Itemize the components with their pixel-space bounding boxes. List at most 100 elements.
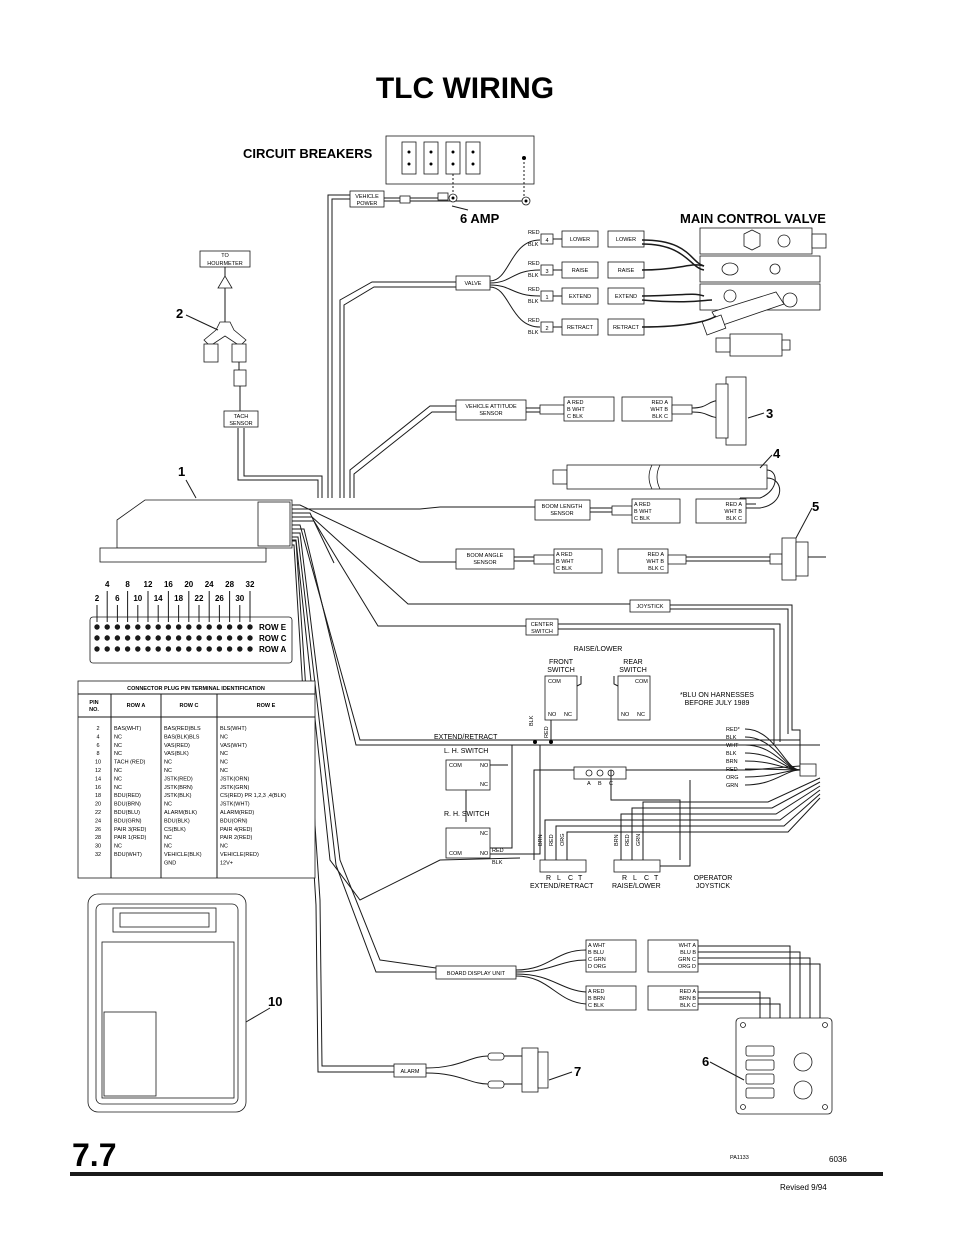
pin-table-header-no: NO. <box>89 707 99 713</box>
row-e-value: CS(RED) PR 1,2,3 ,4(BLK) <box>220 793 286 799</box>
connector-pin <box>206 624 212 630</box>
connector-pin <box>104 624 110 630</box>
connector-pin <box>186 646 192 652</box>
connector-pin <box>196 624 202 630</box>
pin-number-bottom: 18 <box>174 594 183 603</box>
svg-text:C BLK: C BLK <box>567 414 583 420</box>
extend-retract-bottom-label: EXTEND/RETRACT <box>530 883 594 890</box>
connector-pin <box>135 646 141 652</box>
connector-pin <box>165 624 172 630</box>
svg-text:GRN C: GRN C <box>678 957 696 963</box>
front-switch-label-2: SWITCH <box>547 667 575 674</box>
svg-text:NC: NC <box>480 782 488 788</box>
row-e-value: PAIR 4(RED) <box>220 827 252 833</box>
row-a-value: NC <box>114 743 122 749</box>
valve-wire-top: RED <box>528 287 540 293</box>
pin-table-header-row-c: ROW C <box>180 703 199 709</box>
row-a-value: NC <box>114 734 122 740</box>
row-c-value: BDU(BLK) <box>164 818 190 824</box>
row-c-value: CS(BLK) <box>164 827 186 833</box>
row-e-value: JSTK(GRN) <box>220 785 250 791</box>
front-switch: COM NO NC <box>544 675 582 740</box>
svg-text:NO: NO <box>480 851 489 857</box>
row-c-value: VAS(BLK) <box>164 751 189 757</box>
joystick-wire-label: ORG <box>726 775 739 781</box>
svg-text:BLK C: BLK C <box>648 566 664 572</box>
row-c-value: NC <box>164 768 172 774</box>
row-c-value: JSTK(RED) <box>164 776 193 782</box>
hourmeter-lead: TO HOURMETER <box>199 250 251 412</box>
row-c-value: JSTK(BRN) <box>164 785 193 791</box>
row-a-value: NC <box>114 751 122 757</box>
operator-joystick-terminals: BRN RED ORG BRN RED GRN R L C T R L C T <box>538 777 821 882</box>
svg-text:ORG D: ORG D <box>678 964 696 970</box>
front-switch-label: FRONT <box>549 659 574 666</box>
row-c-value: BAS(BLK)BLS <box>164 734 200 740</box>
valve-function-left: EXTEND <box>569 294 591 300</box>
row-e-value: NC <box>220 760 228 766</box>
svg-text:RED: RED <box>549 834 555 846</box>
vehicle-power-connector: VEHICLE POWER <box>349 190 531 208</box>
row-e-value: NC <box>220 768 228 774</box>
circuit-breakers-heading: CIRCUIT BREAKERS <box>243 146 373 161</box>
svg-text:C: C <box>568 875 573 882</box>
row-e-value: 12V+ <box>220 860 233 866</box>
connector-pin <box>165 646 172 652</box>
footer-rule <box>70 1172 883 1176</box>
connector-pin <box>237 635 243 641</box>
page-title: TLC WIRING <box>376 72 554 105</box>
valve-number: 3 <box>545 269 548 275</box>
valve-wire-top: RED <box>528 261 540 267</box>
row-e-value: JSTK(ORN) <box>220 776 250 782</box>
pin-number-top: 16 <box>164 580 173 589</box>
connector-pin <box>165 635 172 641</box>
row-c-label: ROW C <box>259 634 287 643</box>
connector-pin <box>104 646 110 652</box>
connector-pin <box>247 635 253 641</box>
connector-pin <box>155 624 161 630</box>
svg-text:SWITCH: SWITCH <box>531 629 553 635</box>
svg-text:D ORG: D ORG <box>588 964 606 970</box>
connector-pin <box>114 635 121 641</box>
svg-text:RED A: RED A <box>679 989 696 995</box>
valve-connector: VALVE <box>455 239 541 328</box>
svg-text:COM: COM <box>635 679 648 685</box>
row-e-value: NC <box>220 751 228 757</box>
svg-text:TO: TO <box>221 253 229 259</box>
svg-text:BLK C: BLK C <box>680 1003 696 1009</box>
joystick-wire-label: BLK <box>726 751 737 757</box>
valve-number: 4 <box>545 238 548 244</box>
joystick-wire-label: WHT <box>726 743 739 749</box>
svg-text:BLK C: BLK C <box>726 516 742 522</box>
svg-text:B BRN: B BRN <box>588 996 605 1002</box>
svg-text:B WHT: B WHT <box>634 509 652 515</box>
svg-text:BRN B: BRN B <box>679 996 696 1002</box>
connector-pin <box>216 624 223 630</box>
connector-pin <box>226 635 233 641</box>
row-c-value: NC <box>164 844 172 850</box>
connector-pin <box>196 635 202 641</box>
pin-number: 20 <box>95 802 101 808</box>
connector-pin <box>145 646 151 652</box>
svg-text:VALVE: VALVE <box>465 281 482 287</box>
row-a-value: BDU(GRN) <box>114 818 142 824</box>
connector-pin <box>94 646 100 652</box>
valve-wire-top: RED <box>528 318 540 324</box>
display-module <box>735 1017 833 1115</box>
pin-number: 16 <box>95 785 101 791</box>
svg-text:GRN: GRN <box>636 834 642 846</box>
svg-text:CENTER: CENTER <box>531 622 554 628</box>
figure-id: PA1133 <box>730 1155 749 1161</box>
svg-text:RED A: RED A <box>725 502 742 508</box>
row-a-value: BDU(WHT) <box>114 852 142 858</box>
connector-pin <box>226 646 233 652</box>
connector-pin <box>94 635 100 641</box>
svg-text:A RED: A RED <box>556 552 573 558</box>
pin-table-header-row-a: ROW A <box>127 703 146 709</box>
valve-wire-bottom: BLK <box>528 242 539 248</box>
callout-6: 6 <box>702 1054 709 1069</box>
connector-pin <box>124 646 131 652</box>
